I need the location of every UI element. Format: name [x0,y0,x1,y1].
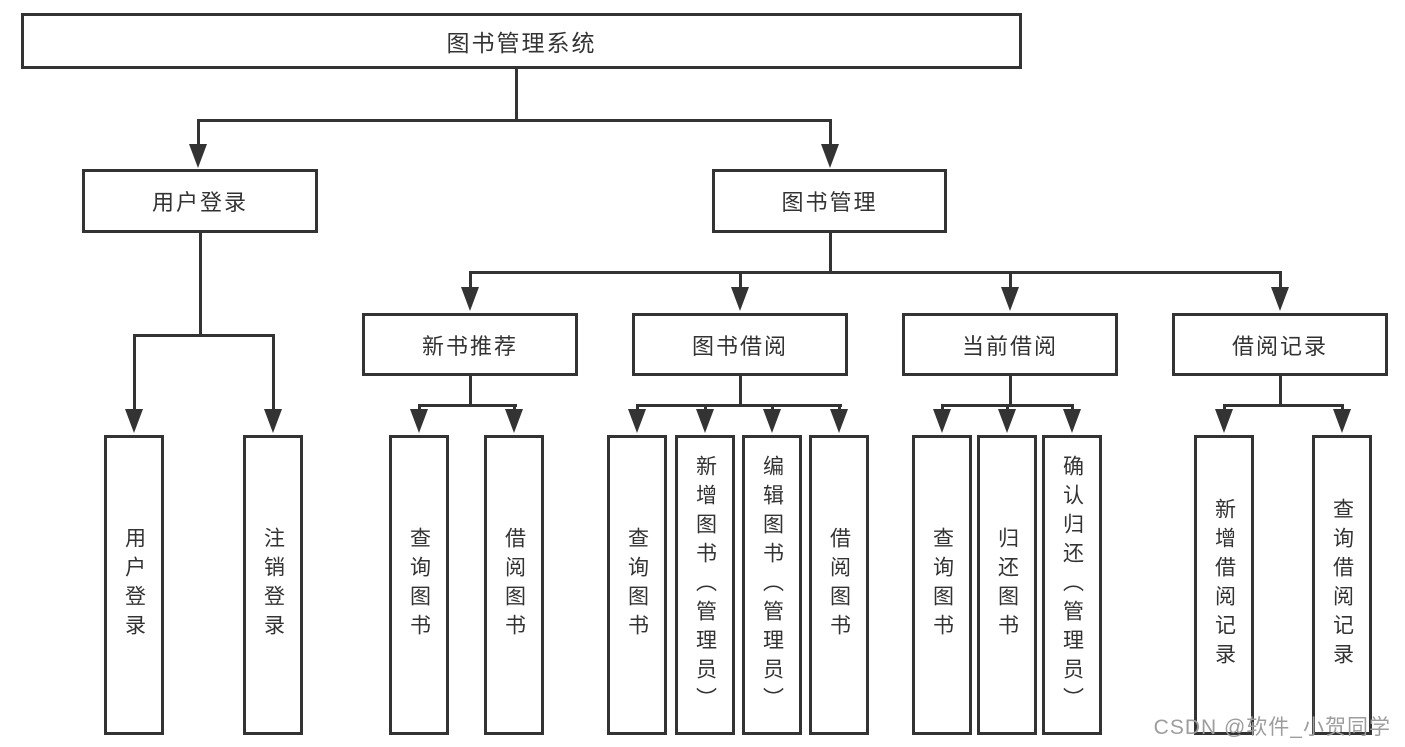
arrow-down-icon [125,334,143,433]
node-label: 借阅图书 [502,527,526,643]
node-label: 用户登录 [151,190,248,215]
arrow-down-icon [933,404,951,433]
connector-line [133,334,275,337]
arrow-down-icon [189,119,207,168]
node-label: 图书借阅 [691,333,788,359]
arrow-down-icon [1271,271,1289,311]
arrow-down-icon [1063,404,1081,433]
node-book-borrowing: 图书借阅 [632,313,848,376]
connector-line [469,376,472,407]
node-label: 新增借阅记录 [1212,498,1236,672]
arrow-down-icon [821,119,839,168]
arrow-down-icon [505,404,523,433]
arrow-down-icon [410,404,428,433]
node-label: 用户登录 [122,527,146,643]
node-label: 新增图书（管理员） [693,454,717,716]
watermark: CSDN @软件_小贺同学 [1153,716,1391,739]
node-label: 查询图书 [930,527,954,643]
leaf-user-login: 用户登录 [104,435,164,735]
arrow-down-icon [628,404,646,433]
node-label: 图书管理 [781,190,878,215]
node-label: 借阅图书 [827,527,851,643]
leaf-query-books-borrowing: 查询图书 [607,435,667,735]
connector-line [739,376,742,407]
connector-line [469,271,1282,274]
arrow-down-icon [763,404,781,433]
leaf-add-borrow-record: 新增借阅记录 [1194,435,1254,735]
connector-line [515,69,518,121]
arrow-down-icon [998,404,1016,433]
leaf-confirm-return-admin: 确认归还（管理员） [1042,435,1102,735]
node-library-management-system: 图书管理系统 [21,13,1022,69]
leaf-query-borrow-record: 查询借阅记录 [1312,435,1372,735]
arrow-down-icon [830,404,848,433]
arrow-down-icon [264,334,282,433]
node-label: 确认归还（管理员） [1060,454,1084,716]
arrow-down-icon [696,404,714,433]
node-label: 新书推荐 [421,333,518,359]
connector-line [418,404,517,407]
leaf-return-books: 归还图书 [977,435,1037,735]
leaf-add-books-admin: 新增图书（管理员） [675,435,735,735]
node-label: 查询借阅记录 [1330,498,1354,672]
node-label: 当前借阅 [961,333,1058,359]
leaf-logout: 注销登录 [243,435,303,735]
connector-line [829,233,832,273]
node-label: 图书管理系统 [446,30,597,56]
node-label: 归还图书 [995,527,1019,643]
leaf-edit-books-admin: 编辑图书（管理员） [742,435,802,735]
node-new-book-recommendation: 新书推荐 [362,313,578,376]
arrow-down-icon [1001,271,1019,311]
connector-line [1279,376,1282,407]
node-label: 查询图书 [407,527,431,643]
node-current-borrowing: 当前借阅 [902,313,1118,376]
connector-line [1223,404,1344,407]
connector-line [636,404,842,407]
leaf-query-books-recommend: 查询图书 [389,435,449,735]
node-label: 借阅记录 [1231,333,1328,359]
node-user-login: 用户登录 [82,169,318,233]
node-label: 查询图书 [625,527,649,643]
leaf-borrow-books: 借阅图书 [809,435,869,735]
connector-line [199,233,202,337]
leaf-query-books-current: 查询图书 [912,435,972,735]
node-borrowing-records: 借阅记录 [1172,313,1388,376]
arrow-down-icon [1333,404,1351,433]
arrow-down-icon [731,271,749,311]
connector-line [1009,376,1012,407]
node-label: 注销登录 [261,527,285,643]
leaf-borrow-books-recommend: 借阅图书 [484,435,544,735]
node-label: 编辑图书（管理员） [760,454,784,716]
arrow-down-icon [461,271,479,311]
connector-line [197,119,832,122]
node-book-management: 图书管理 [712,169,947,233]
arrow-down-icon [1215,404,1233,433]
